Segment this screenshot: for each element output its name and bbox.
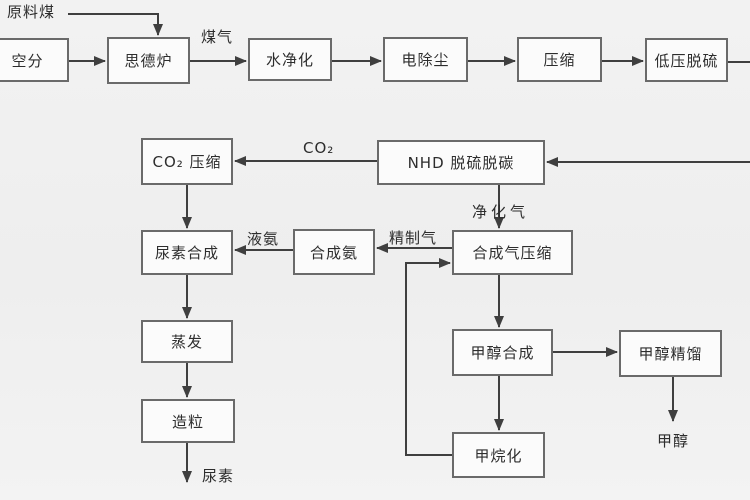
node-co2-compression: CO₂ 压缩 bbox=[141, 138, 233, 185]
node-air-separation: 空分 bbox=[0, 38, 69, 82]
node-methanation: 甲烷化 bbox=[452, 432, 545, 478]
node-ammonia-synthesis: 合成氨 bbox=[293, 229, 375, 275]
stream-label-coal-gas: 煤气 bbox=[201, 28, 234, 46]
stream-label-raw-coal: 原料煤 bbox=[7, 3, 56, 21]
stream-label-refined-gas: 精制气 bbox=[389, 229, 438, 247]
stream-label-liquid-ammonia: 液氨 bbox=[247, 230, 280, 248]
stream-label-co2: CO₂ bbox=[303, 139, 335, 157]
stream-label-methanol-product: 甲醇 bbox=[657, 432, 690, 450]
node-methanol-synthesis: 甲醇合成 bbox=[452, 329, 553, 376]
node-electrostatic-precipitator: 电除尘 bbox=[383, 37, 468, 82]
stream-label-urea-product: 尿素 bbox=[202, 467, 235, 485]
edge-rawcoal-to-furnace bbox=[68, 13, 163, 36]
node-side-furnace: 思德炉 bbox=[107, 37, 190, 84]
edge-methanation-recycle-to-syngas bbox=[405, 258, 452, 456]
stream-label-purified-gas: 净化气 bbox=[472, 203, 530, 221]
node-syngas-compression: 合成气压缩 bbox=[452, 230, 573, 275]
node-methanol-distillation: 甲醇精馏 bbox=[619, 330, 722, 377]
node-low-pressure-desulfurization: 低压脱硫 bbox=[645, 38, 728, 82]
node-urea-synthesis: 尿素合成 bbox=[141, 230, 233, 275]
node-nhd-desulfurization: NHD 脱硫脱碳 bbox=[377, 140, 545, 185]
node-compression: 压缩 bbox=[517, 37, 602, 82]
node-granulation: 造粒 bbox=[141, 399, 235, 443]
node-water-purification: 水净化 bbox=[248, 38, 332, 81]
node-evaporation: 蒸发 bbox=[141, 320, 233, 363]
